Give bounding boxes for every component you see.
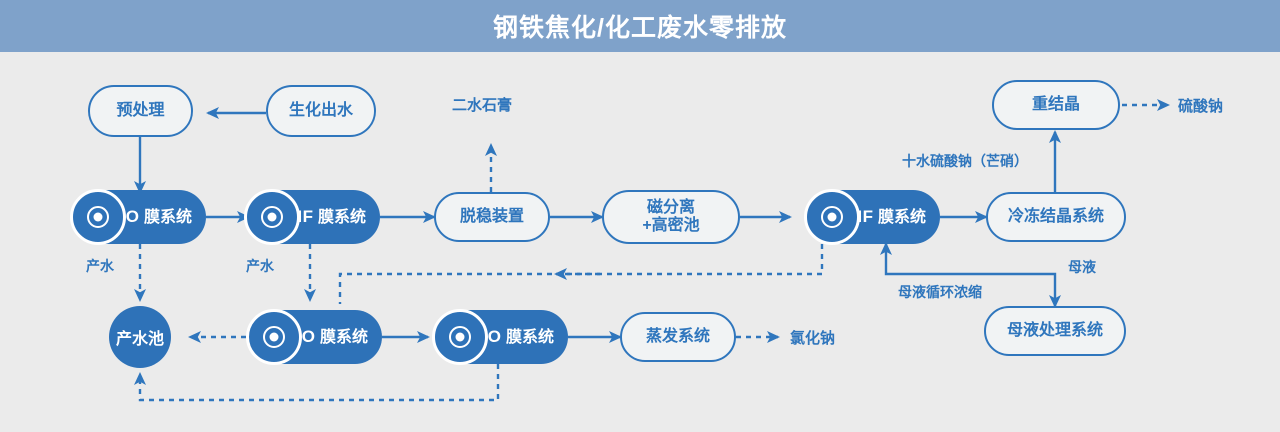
node-cdro-top-line2: 膜系统 [143,208,192,226]
diagram-canvas: 预处理 生化出水 CDRO 膜系统 CDNF 膜系统 [0,52,1280,432]
node-destabilizer[interactable]: 脱稳装置 [434,192,550,242]
membrane-disc-ring [821,206,843,228]
membrane-disc-icon [246,309,302,365]
membrane-disc-center [267,212,277,222]
node-cdnf-top[interactable]: CDNF 膜系统 [244,189,380,245]
membrane-disc-icon [804,189,860,245]
edge-label-mother-liquor-recycle: 母液循环浓缩 [898,284,982,300]
membrane-disc-icon [432,309,488,365]
connector-layer [134,99,1170,402]
edge-label-product-water-1: 产水 [86,258,114,274]
node-cdnf-right-line2: 膜系统 [877,208,926,226]
membrane-disc-icon [244,189,300,245]
edge-ml-recycle [880,242,1057,292]
edge-dtro-to-pool [134,364,500,402]
node-recrystallization-label: 重结晶 [1031,95,1080,113]
edge-label-product-water-2: 产水 [246,258,274,274]
node-evaporation[interactable]: 蒸发系统 [620,312,736,362]
membrane-disc-ring [87,206,109,228]
node-product-water-pool-label: 产水池 [115,331,164,348]
node-magnetic-separation[interactable]: 磁分离 +高密池 [602,190,740,244]
node-bio-effluent[interactable]: 生化出水 [266,85,376,137]
node-product-water-pool[interactable]: 产水池 [109,306,171,368]
node-recrystallization[interactable]: 重结晶 [992,80,1120,130]
node-cdro-bottom-line2: 膜系统 [319,328,368,346]
membrane-disc-center [455,332,465,342]
membrane-disc-center [269,332,279,342]
node-dtro-bottom[interactable]: DTRO 膜系统 [432,309,568,365]
node-bio-effluent-label: 生化出水 [288,101,353,119]
membrane-disc-ring [449,326,471,348]
node-mother-liquor-system-label: 母液处理系统 [1006,321,1103,339]
node-cdro-bottom[interactable]: CDRO 膜系统 [246,309,382,365]
node-cdro-top[interactable]: CDRO 膜系统 [70,189,206,245]
edge-label-glauber-salt: 十水硫酸钠（芒硝） [902,153,1028,169]
node-mother-liquor-system[interactable]: 母液处理系统 [984,306,1126,356]
membrane-disc-center [827,212,837,222]
membrane-disc-center [93,212,103,222]
membrane-disc-icon [70,189,126,245]
output-label-sodium-chloride: 氯化钠 [790,330,836,347]
node-magsep-line2: +高密池 [642,217,700,234]
node-cdnf-top-line2: 膜系统 [317,208,366,226]
node-destabilizer-label: 脱稳装置 [459,207,524,225]
node-dtro-bottom-line2: 膜系统 [505,328,554,346]
node-pretreatment-label: 预处理 [116,101,165,119]
node-freeze-crystallization[interactable]: 冷冻结晶系统 [986,192,1126,242]
node-cdnf-right[interactable]: CDNF 膜系统 [804,189,940,245]
membrane-disc-ring [261,206,283,228]
output-label-gypsum: 二水石膏 [452,97,513,114]
page-header: 钢铁焦化/化工废水零排放 [0,0,1280,52]
node-magsep-line1: 磁分离 [646,198,695,216]
node-evaporation-label: 蒸发系统 [645,327,710,345]
page-title: 钢铁焦化/化工废水零排放 [493,14,787,42]
node-freeze-crystallization-label: 冷冻结晶系统 [1007,207,1104,225]
edge-label-mother-liquor: 母液 [1068,259,1096,275]
edge-cdnf-recirc-path [338,244,824,304]
membrane-disc-ring [263,326,285,348]
output-label-sodium-sulfate: 硫酸钠 [1178,98,1224,115]
node-pretreatment[interactable]: 预处理 [88,85,193,137]
